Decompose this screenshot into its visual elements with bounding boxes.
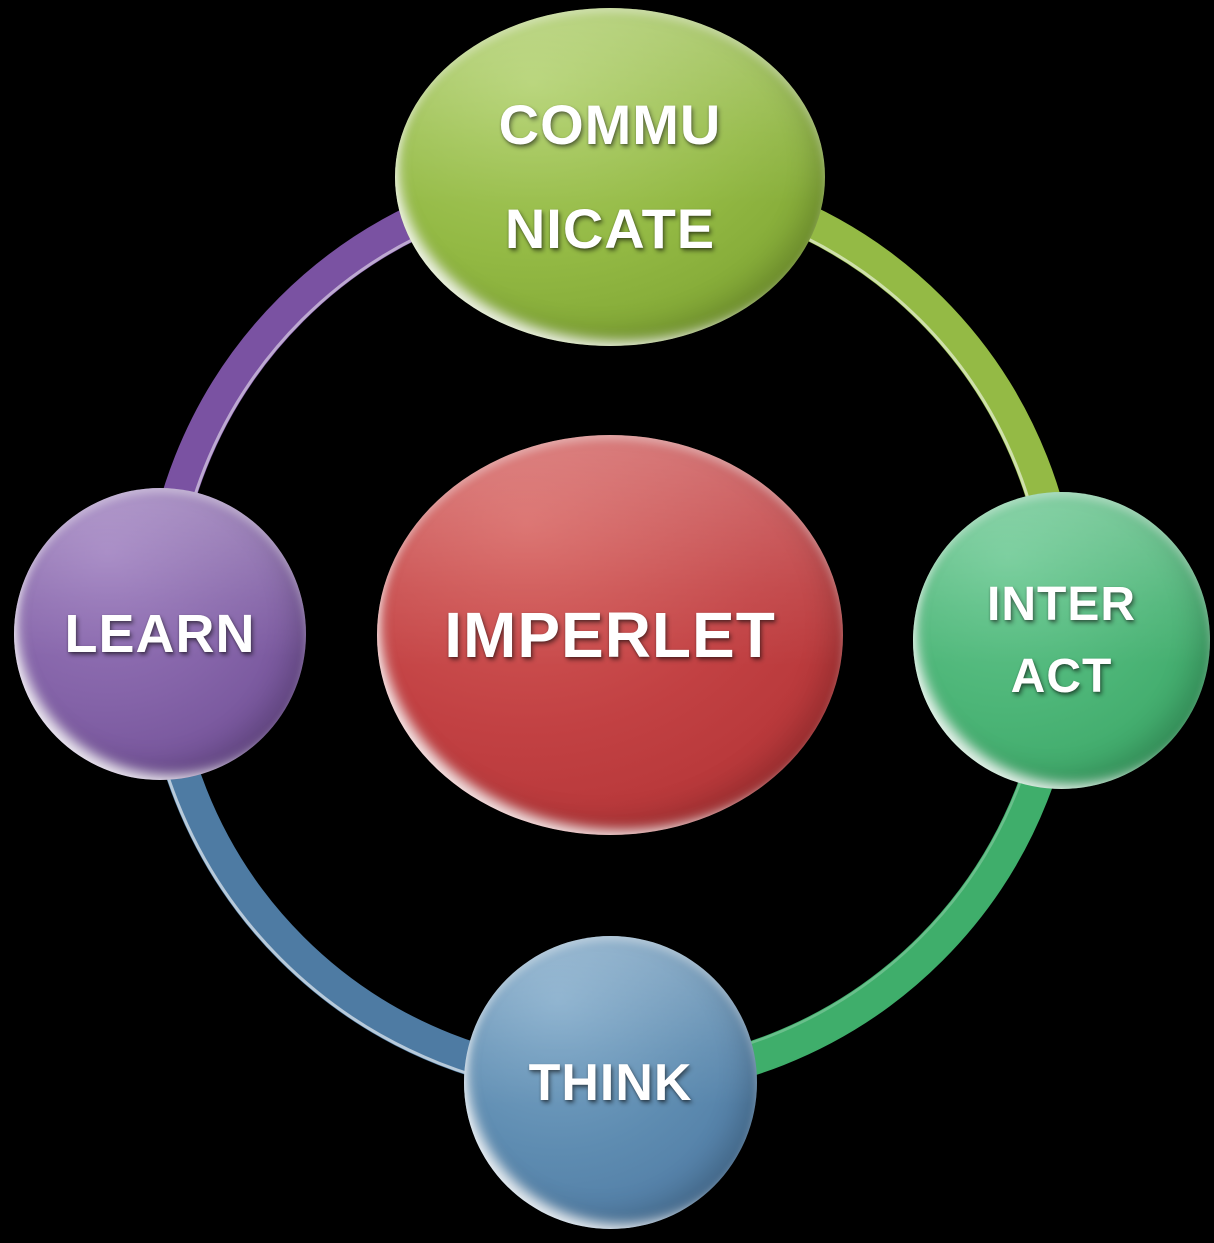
- node-communicate: COMMU NICATE: [395, 8, 825, 346]
- node-communicate-line2: NICATE: [504, 197, 716, 260]
- node-interact-line1: INTER: [987, 577, 1136, 631]
- node-center-label: IMPERLET: [444, 599, 776, 671]
- node-learn: LEARN: [14, 488, 306, 780]
- node-interact-line2: ACT: [1010, 649, 1113, 703]
- node-interact-label: INTER ACT: [987, 577, 1136, 703]
- node-center-imperlet: IMPERLET: [377, 435, 843, 835]
- node-communicate-label: COMMU NICATE: [499, 97, 722, 257]
- node-interact: INTER ACT: [913, 492, 1210, 789]
- node-learn-label: LEARN: [64, 604, 256, 664]
- node-think: THINK: [464, 936, 757, 1229]
- node-think-label: THINK: [528, 1053, 693, 1112]
- node-communicate-line1: COMMU: [498, 93, 722, 156]
